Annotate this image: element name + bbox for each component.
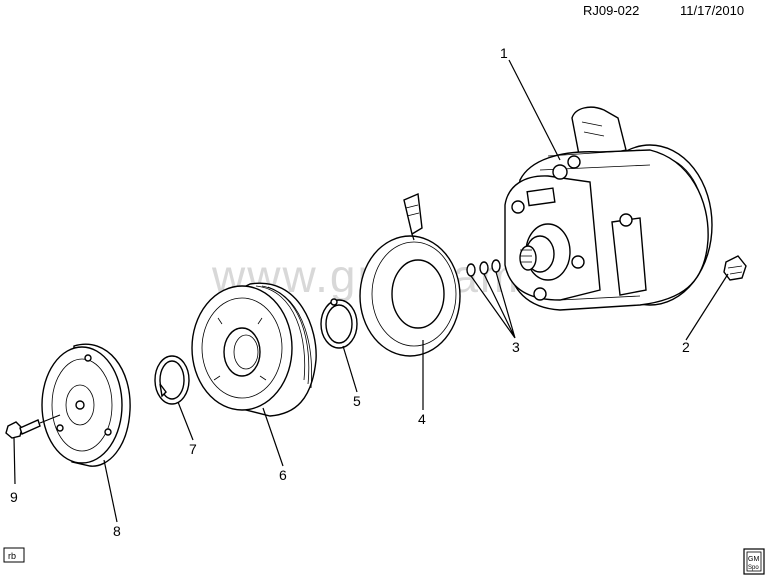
leader-lines	[13, 59, 729, 523]
callout-3: 3	[512, 339, 520, 355]
callout-4: 4	[418, 411, 426, 427]
callout-7: 7	[189, 441, 197, 457]
callout-8: 8	[113, 523, 121, 539]
gm-spo-logo: GM Spo	[743, 548, 765, 575]
drawing-id: RJ09-022	[583, 3, 639, 18]
callout-2: 2	[682, 339, 690, 355]
callout-6: 6	[279, 467, 287, 483]
callout-9: 9	[10, 489, 18, 505]
clutch-coil	[359, 192, 461, 357]
clutch-bolt	[5, 414, 61, 439]
drawing-date: 11/17/2010	[680, 3, 744, 18]
compressor-assembly	[504, 106, 713, 311]
shaft-seals	[466, 259, 501, 277]
relief-valve	[723, 255, 747, 281]
logo-top-text: GM	[748, 556, 759, 563]
footer-badge-text: rb	[8, 551, 16, 561]
snap-ring-7	[154, 355, 190, 405]
footer-badge: rb	[3, 547, 25, 563]
clutch-pulley	[191, 282, 317, 417]
callout-1: 1	[500, 45, 508, 61]
callout-5: 5	[353, 393, 361, 409]
clutch-plate	[41, 343, 131, 467]
logo-bottom-text: Spo	[748, 565, 759, 571]
retaining-ring-5	[320, 298, 358, 349]
